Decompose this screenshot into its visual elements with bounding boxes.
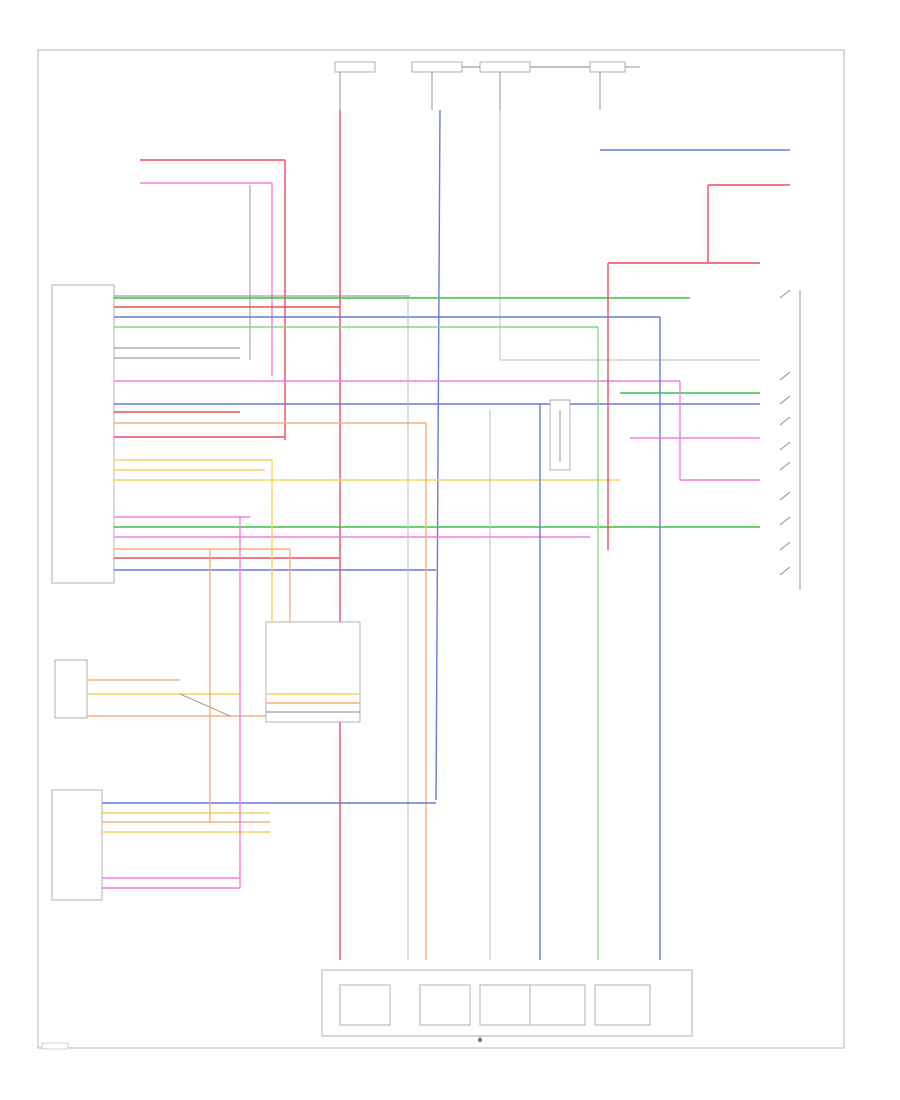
diagram-frame xyxy=(37,49,845,1049)
power-feeds xyxy=(334,61,640,110)
blue-feed-wire xyxy=(435,109,441,801)
hot-at-all-times-box xyxy=(334,61,376,73)
solenoid-3 xyxy=(479,984,531,1026)
junction-box xyxy=(265,621,361,723)
hot-in-start-box xyxy=(589,61,626,73)
range-switch-contacts xyxy=(779,289,801,590)
pcm-connector xyxy=(51,284,115,584)
figure-id-tag xyxy=(41,1042,69,1050)
solenoid-1 xyxy=(339,984,391,1026)
hot-in-run-box-2 xyxy=(479,61,531,73)
solenoid-2 xyxy=(419,984,471,1026)
solenoid-4 xyxy=(529,984,586,1026)
tcm-connector xyxy=(51,789,103,901)
input-sensor xyxy=(54,659,88,719)
hot-in-run-box-1 xyxy=(411,61,463,73)
pcm-pins xyxy=(114,295,760,571)
solenoid-5 xyxy=(594,984,651,1026)
